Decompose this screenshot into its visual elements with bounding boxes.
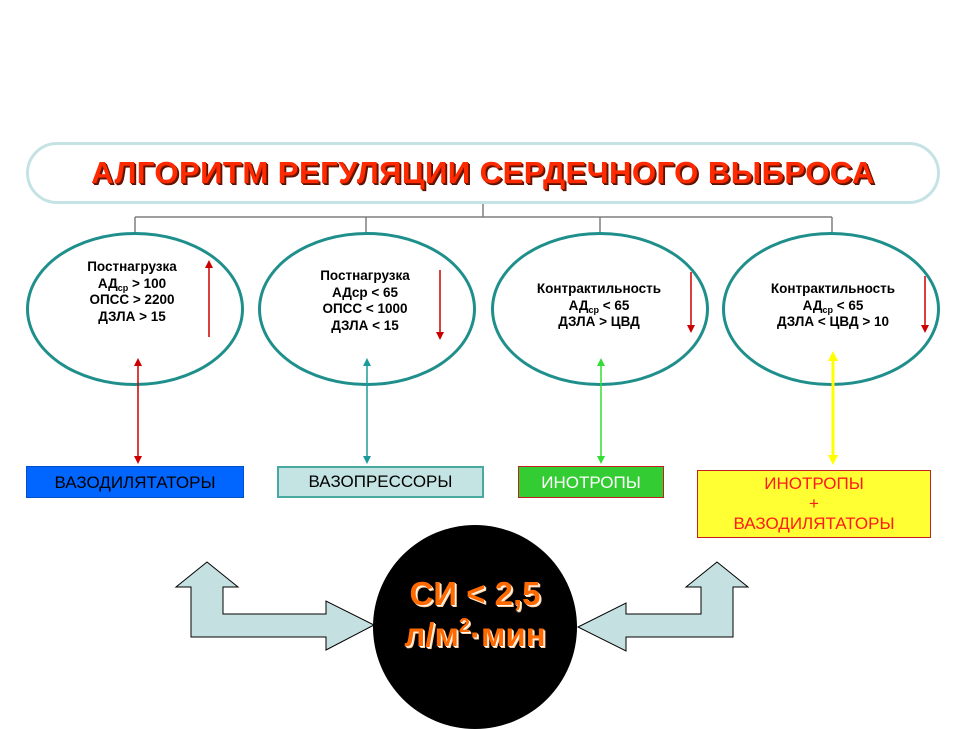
oval-3-text: Контрактильность АДср < 65 ДЗЛА > ЦВД [516, 281, 682, 331]
diagram-title: АЛГОРИТМ РЕГУЛЯЦИИ СЕРДЕЧНОГО ВЫБРОСА [91, 155, 875, 190]
cardiac-index-line-2: л/м2·мин [404, 615, 546, 653]
cardiac-index-circle [373, 525, 577, 729]
drug-4-line-2: + [809, 494, 819, 513]
oval-2-line-2: АДср < 65 [331, 284, 399, 300]
drug-vasopressors: ВАЗОПРЕССОРЫ [277, 466, 484, 498]
oval-4-line-2: АДср < 65 [802, 297, 864, 315]
drug-inotropes-vasodilators: ИНОТРОПЫ + ВАЗОДИЛЯТАТОРЫ [697, 470, 931, 538]
oval-3-line-2: АДср < 65 [568, 297, 630, 315]
oval-4-line-1: Контрактильность [770, 281, 896, 296]
oval-3-line-1: Контрактильность [536, 281, 662, 296]
oval-2-line-1: Постнагрузка [320, 268, 410, 283]
cardiac-index-line-1: СИ < 2,5 [409, 575, 541, 612]
oval-4-text: Контрактильность АДср < 65 ДЗЛА < ЦВД > … [748, 281, 918, 331]
oval-1-line-2: АДср > 100 [97, 275, 167, 293]
block-arrow-left [174, 561, 376, 651]
oval-2-text: Постнагрузка АДср < 65 ОПСС < 1000 ДЗЛА … [300, 268, 430, 334]
oval-1-line-1: Постнагрузка [87, 259, 177, 274]
block-arrow-right [576, 561, 750, 652]
oval-4-line-3: ДЗЛА < ЦВД > 10 [777, 314, 889, 329]
drug-vasodilators: ВАЗОДИЛЯТАТОРЫ [26, 466, 244, 498]
oval-afterload-high [26, 232, 244, 386]
drug-inotropes: ИНОТРОПЫ [518, 466, 664, 498]
oval-1-text: Постнагрузка АДср > 100 ОПСС > 2200 ДЗЛА… [72, 259, 192, 325]
drug-4-line-3: ВАЗОДИЛЯТАТОРЫ [733, 514, 895, 533]
oval-3-line-3: ДЗЛА > ЦВД [558, 314, 640, 329]
oval-2-line-4: ДЗЛА < 15 [331, 317, 399, 333]
title-banner: АЛГОРИТМ РЕГУЛЯЦИИ СЕРДЕЧНОГО ВЫБРОСА [26, 142, 940, 204]
drug-4-line-1: ИНОТРОПЫ [764, 474, 864, 493]
oval-1-line-4: ДЗЛА > 15 [98, 308, 166, 324]
oval-2-line-3: ОПСС < 1000 [322, 301, 408, 316]
oval-1-line-3: ОПСС > 2200 [89, 292, 175, 307]
